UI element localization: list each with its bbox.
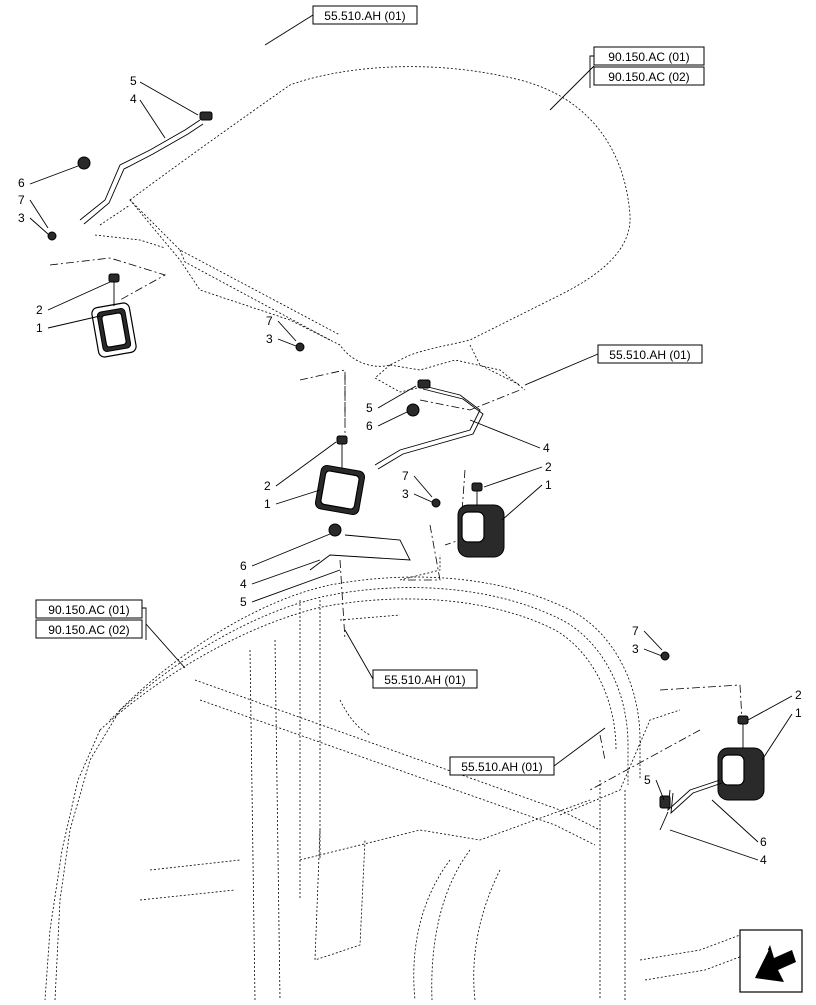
callout-number: 4 — [130, 92, 137, 106]
work-light-4 — [717, 715, 765, 801]
cab-frame — [44, 555, 746, 1001]
ref-box-mid[interactable]: 55.510.AH (01) — [524, 344, 703, 386]
ref-label: 90.150.AC (02) — [48, 623, 129, 637]
callouts-group-5: 7 3 2 1 5 6 4 — [632, 624, 802, 867]
fasteners — [47, 111, 671, 809]
ref-label: 90.150.AC (02) — [608, 70, 689, 84]
callout-number: 5 — [644, 773, 651, 787]
callout-number: 7 — [632, 624, 639, 638]
callouts-group-3: 7 3 2 1 — [402, 460, 552, 521]
callouts-group-2: 7 3 5 6 4 2 1 — [264, 314, 550, 511]
callout-number: 5 — [130, 74, 137, 88]
ref-box-lower-a[interactable]: 55.510.AH (01) — [344, 629, 478, 689]
callout-number: 5 — [240, 595, 247, 609]
callout-number: 6 — [18, 176, 25, 190]
callouts-group-1: 5 4 6 7 3 2 1 — [18, 74, 199, 335]
callout-number: 6 — [760, 835, 767, 849]
callout-number: 3 — [18, 211, 25, 225]
work-light-1 — [91, 273, 137, 358]
ref-label: 55.510.AH (01) — [461, 760, 542, 774]
callout-number: 2 — [36, 303, 43, 317]
callout-number: 2 — [545, 460, 552, 474]
ref-box-top[interactable]: 55.510.AH (01) — [264, 5, 418, 46]
callout-number: 7 — [266, 314, 273, 328]
callout-number: 6 — [366, 419, 373, 433]
cab-roof-panel — [94, 66, 631, 393]
callout-number: 7 — [402, 469, 409, 483]
ref-label: 90.150.AC (01) — [608, 50, 689, 64]
callout-number: 3 — [402, 487, 409, 501]
callout-number: 2 — [795, 688, 802, 702]
ref-box-roof[interactable]: 90.150.AC (01) 90.150.AC (02) — [549, 46, 705, 111]
ref-label: 90.150.AC (01) — [48, 603, 129, 617]
ref-box-frame[interactable]: 90.150.AC (01) 90.150.AC (02) — [35, 599, 186, 669]
callout-number: 4 — [240, 577, 247, 591]
callout-number: 1 — [264, 497, 271, 511]
ref-label: 55.510.AH (01) — [384, 673, 465, 687]
callouts-group-4: 6 4 5 — [240, 533, 341, 609]
harnesses — [79, 119, 723, 831]
callout-number: 6 — [240, 559, 247, 573]
callout-number: 1 — [795, 706, 802, 720]
view-direction-arrow-icon — [739, 929, 803, 993]
ref-box-lower-b[interactable]: 55.510.AH (01) — [449, 727, 606, 776]
callout-number: 1 — [36, 321, 43, 335]
callout-number: 3 — [266, 332, 273, 346]
work-light-3 — [457, 482, 505, 558]
callout-number: 4 — [760, 853, 767, 867]
callout-number: 4 — [543, 441, 550, 455]
callout-number: 5 — [366, 401, 373, 415]
callout-number: 7 — [18, 193, 25, 207]
callout-number: 2 — [264, 479, 271, 493]
assembly-lines — [49, 257, 743, 791]
work-light-2 — [314, 435, 366, 516]
ref-label: 55.510.AH (01) — [324, 9, 405, 23]
callout-number: 3 — [632, 642, 639, 656]
callout-number: 1 — [545, 478, 552, 492]
ref-label: 55.510.AH (01) — [609, 348, 690, 362]
